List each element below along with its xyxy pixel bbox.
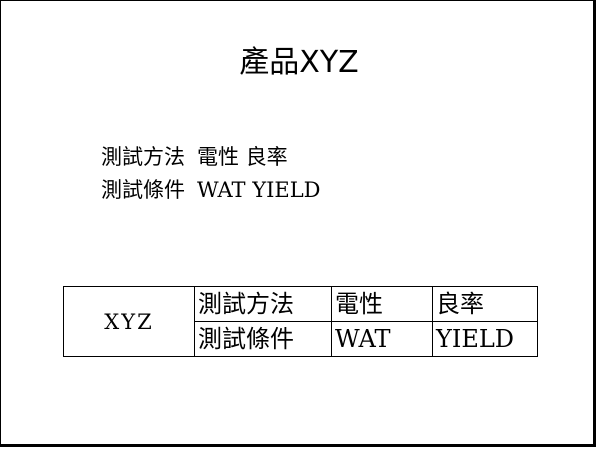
- slide-body: 測試方法電性 良率 測試條件 WAT YIELD: [101, 141, 321, 207]
- table-cell: YIELD: [432, 321, 538, 357]
- body-line-label: 測試方法: [101, 145, 185, 169]
- table-row: 測試條件 WAT YIELD: [64, 321, 538, 357]
- body-line-label: 測試條件: [101, 178, 185, 202]
- spec-table: XYZ 測試方法 電性 良率 測試條件 WAT YIELD: [63, 286, 538, 357]
- body-line-value: WAT YIELD: [197, 178, 321, 202]
- body-line-value: 電性 良率: [197, 145, 288, 169]
- table-cell: 電性: [331, 286, 433, 322]
- table-cell: 良率: [432, 286, 538, 322]
- row-header-cell: 測試方法: [194, 286, 332, 322]
- table-row: XYZ 測試方法 電性 良率: [63, 286, 538, 357]
- product-cell: XYZ: [63, 286, 195, 357]
- slide-title: 產品XYZ: [239, 45, 359, 80]
- row-header-cell: 測試條件: [194, 321, 332, 357]
- table-cell: WAT: [331, 321, 433, 357]
- body-line-method: 測試方法電性 良率: [101, 141, 321, 174]
- body-line-condition: 測試條件 WAT YIELD: [101, 174, 321, 207]
